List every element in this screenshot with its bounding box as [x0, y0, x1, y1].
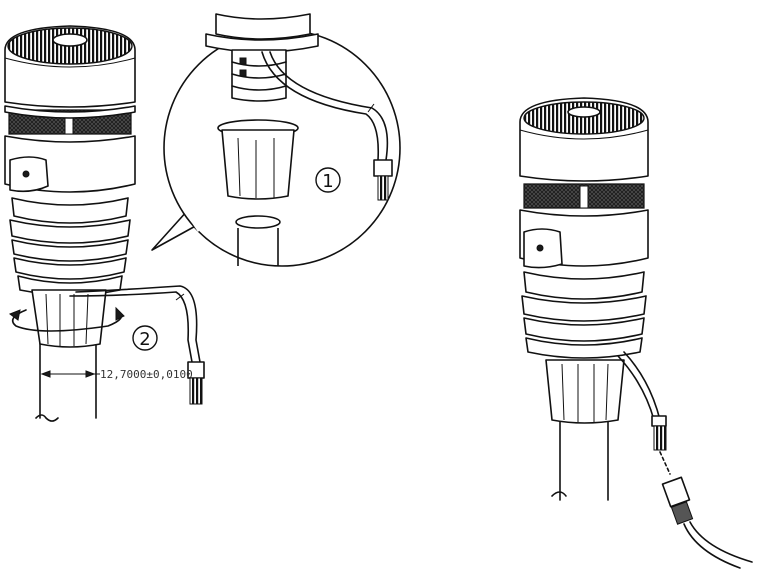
left-radiation-shield [10, 198, 130, 295]
step-1-label: 1 [322, 171, 333, 192]
step-2-marker: 2 [133, 326, 157, 350]
left-mesh-section [5, 106, 135, 134]
pole-diameter-dimension: 12,7000±0,0100 [42, 368, 193, 381]
left-top-cap [5, 26, 135, 107]
dimension-label: 12,7000±0,0100 [100, 368, 193, 381]
left-mounting-pole [36, 340, 96, 421]
left-sensor-body [5, 136, 135, 192]
right-sensor-assembly [520, 98, 752, 568]
step-2-label: 2 [139, 329, 150, 350]
left-mounting-sleeve [32, 290, 106, 347]
left-sensor-assembly: 2 12,7000±0,0100 [5, 26, 204, 421]
